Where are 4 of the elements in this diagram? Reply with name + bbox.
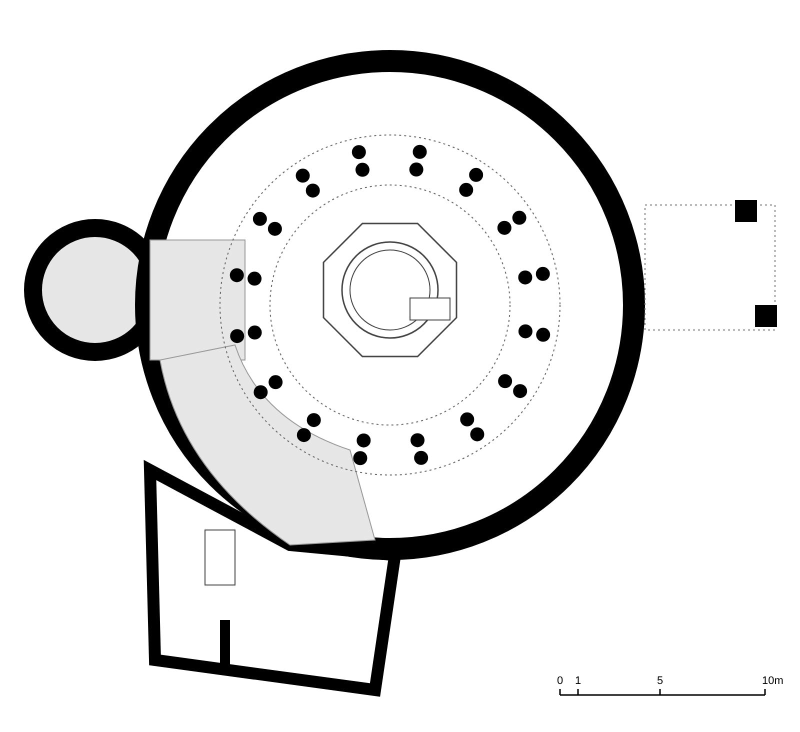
scale-label: 1 [575,676,582,687]
scale-label: 0 [557,676,564,687]
scale-label: 10m [762,676,784,687]
scale-label: 5 [657,676,664,687]
